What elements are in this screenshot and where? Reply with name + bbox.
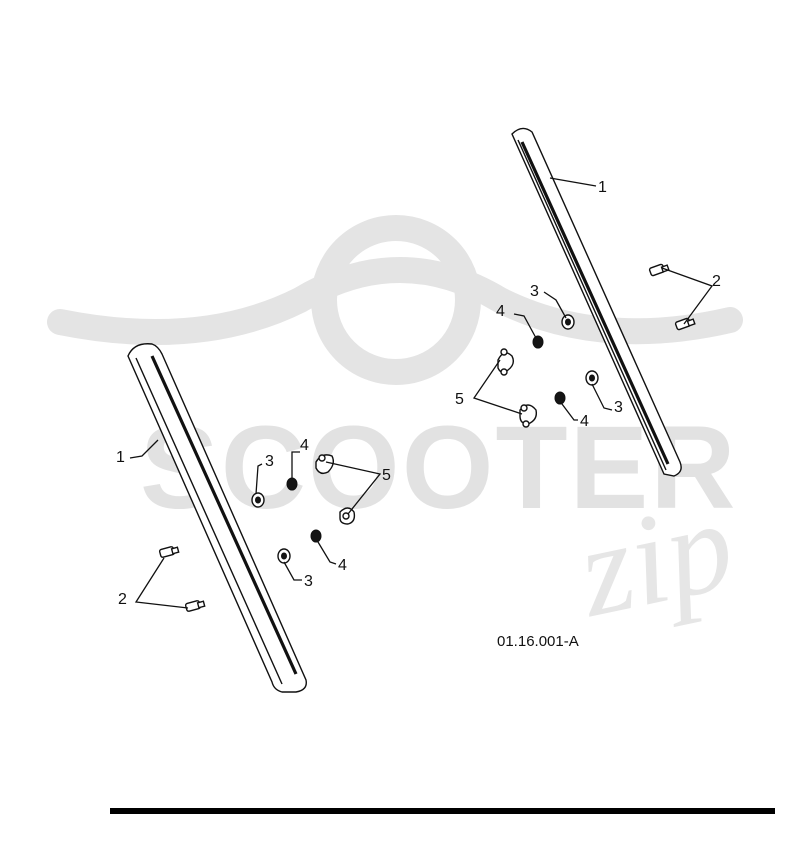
callout-left-washer-bottom: 3	[304, 573, 313, 590]
callout-left-screw: 2	[118, 591, 127, 608]
leader-lines	[129, 177, 714, 609]
nut-left-top	[286, 477, 298, 491]
watermark: SCOOTER zip	[47, 215, 745, 645]
callout-right-rail: 1	[598, 179, 607, 196]
callout-right-screw: 2	[712, 273, 721, 290]
callout-left-nut-top: 4	[300, 437, 309, 454]
bottom-rule	[110, 808, 775, 814]
clip-right-bottom	[519, 404, 538, 428]
nut-right-lower	[554, 391, 566, 405]
callout-left-clip: 5	[382, 467, 391, 484]
callout-right-nut-lower: 4	[580, 413, 589, 430]
right-rail	[511, 127, 682, 477]
screw-left-bottom	[184, 600, 206, 612]
clip-left-top	[315, 454, 335, 475]
watermark-brand: SCOOTER	[140, 402, 738, 534]
callout-right-nut-top: 4	[496, 303, 505, 320]
callout-left-nut-bottom: 4	[338, 557, 347, 574]
watermark-ball-right	[718, 308, 742, 332]
clip-left-bottom	[339, 507, 356, 525]
callout-right-clip: 5	[455, 391, 464, 408]
callout-left-rail: 1	[116, 449, 125, 466]
nut-left-bottom	[310, 529, 322, 543]
screw-left-top	[158, 546, 180, 558]
callout-right-washer-mid: 3	[614, 399, 623, 416]
callout-left-washer-top: 3	[265, 453, 274, 470]
watermark-ball-left	[48, 310, 72, 334]
watermark-sub: zip	[565, 472, 745, 645]
left-rail	[127, 343, 307, 693]
nut-right-top	[532, 335, 544, 349]
callout-right-washer-top: 3	[530, 283, 539, 300]
drawing-reference: 01.16.001-A	[497, 633, 579, 650]
clip-right-top	[497, 348, 515, 376]
